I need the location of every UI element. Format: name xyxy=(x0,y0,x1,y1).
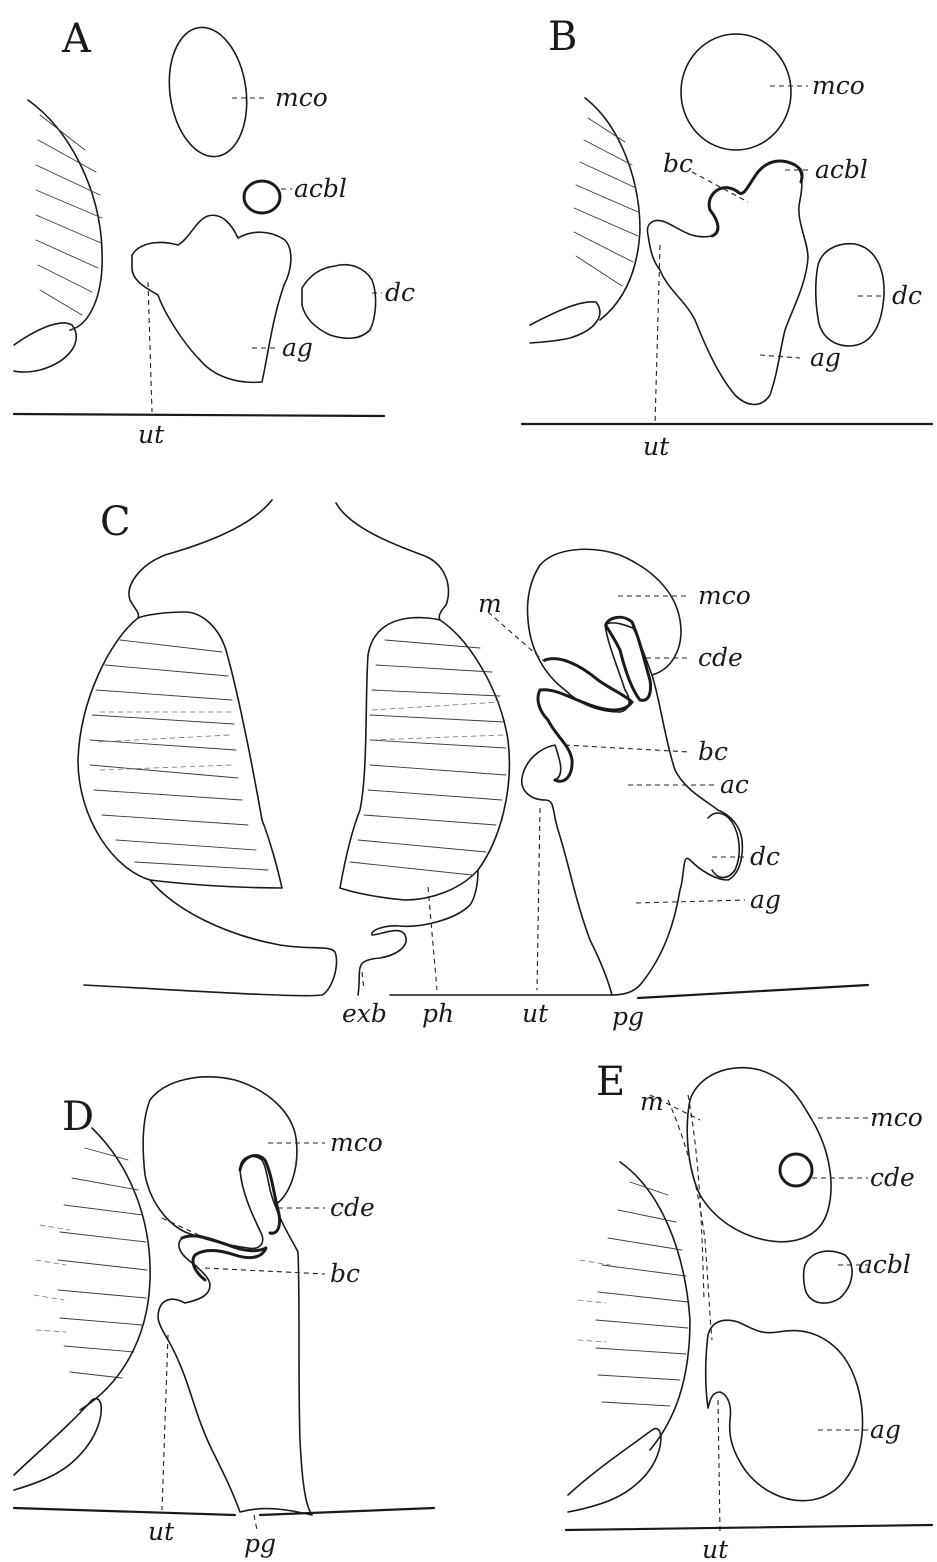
panel-c-exb xyxy=(358,870,478,995)
panel-e-lower-fold xyxy=(568,1429,661,1512)
panel-a-letter: A xyxy=(61,16,92,62)
panel-a: A mco acbl dc ag ut xyxy=(14,16,415,449)
panel-c-letter: C xyxy=(100,499,131,545)
panel-c-label-ag: ag xyxy=(750,885,781,914)
panel-c-label-exb: exb xyxy=(342,999,387,1028)
panel-b-label-mco: mco xyxy=(812,71,865,100)
panel-e-letter: E xyxy=(596,1059,625,1105)
panel-b-label-dc: dc xyxy=(892,281,922,310)
panel-c-left-upper xyxy=(129,500,272,618)
panel-c-mco xyxy=(528,549,681,712)
panel-b-lower-fold xyxy=(530,302,600,343)
panel-d-label-mco: mco xyxy=(330,1128,383,1157)
panel-a-label-ag: ag xyxy=(282,333,313,362)
panel-e-ag xyxy=(706,1320,863,1500)
panel-c-baseline-right xyxy=(638,985,868,998)
panel-c-label-ut: ut xyxy=(522,999,549,1028)
panel-e-label-m: m xyxy=(640,1087,664,1116)
panel-c-right-upper xyxy=(336,503,448,620)
panel-c-label-cde: cde xyxy=(698,643,743,672)
panel-b-label-acbl: acbl xyxy=(815,155,868,184)
panel-d-label-bc: bc xyxy=(330,1259,360,1288)
panel-e-label-mco: mco xyxy=(870,1103,923,1132)
panel-a-dc xyxy=(302,265,376,339)
panel-d-label-pg: pg xyxy=(244,1529,276,1558)
panel-c-left-muscle xyxy=(78,612,282,888)
panel-e-mco xyxy=(687,1068,831,1242)
panel-b-letter: B xyxy=(548,14,577,60)
panel-a-ag xyxy=(132,215,291,382)
panel-a-lower-fold xyxy=(14,323,76,372)
panel-e: E m mco cde acbl ag ut xyxy=(566,1059,932,1562)
panel-a-muscle xyxy=(28,100,102,330)
panel-b-label-bc: bc xyxy=(663,149,693,178)
panel-a-acbl xyxy=(244,181,280,213)
panel-b-ag xyxy=(647,161,808,404)
panel-c: C xyxy=(78,499,868,1031)
panel-c-label-dc: dc xyxy=(750,842,780,871)
panel-d-bc xyxy=(182,1236,266,1280)
panel-b: B mco bc acbl dc ag ut xyxy=(522,14,932,461)
panel-e-label-ut: ut xyxy=(702,1535,729,1562)
panel-e-acbl xyxy=(804,1251,852,1303)
panel-c-label-pg: pg xyxy=(612,1002,644,1031)
panel-e-label-cde: cde xyxy=(870,1163,915,1192)
panel-b-dc xyxy=(816,244,884,346)
panel-a-label-acbl: acbl xyxy=(294,174,347,203)
panel-d: D mco cde bc ut pg xyxy=(14,1077,434,1558)
panel-b-mco xyxy=(681,34,791,150)
panel-d-cde xyxy=(240,1155,280,1233)
panel-c-ag xyxy=(522,675,743,995)
panel-d-mco xyxy=(143,1077,297,1249)
panel-d-baseline-right xyxy=(260,1508,434,1515)
panel-a-label-mco: mco xyxy=(275,83,328,112)
panel-e-label-acbl: acbl xyxy=(858,1250,911,1279)
panel-d-lower-fold xyxy=(14,1399,101,1490)
panel-c-label-bc: bc xyxy=(698,737,728,766)
panel-b-label-ut: ut xyxy=(643,432,670,461)
panel-a-label-dc: dc xyxy=(385,278,415,307)
panel-c-lower-body xyxy=(84,880,337,996)
panel-b-label-ag: ag xyxy=(810,343,841,372)
panel-d-letter: D xyxy=(62,1094,94,1140)
panel-c-label-m: m xyxy=(478,589,502,618)
panel-e-muscle xyxy=(578,1162,690,1450)
panel-c-right-muscle xyxy=(340,618,509,900)
panel-c-label-ph: ph xyxy=(422,999,454,1028)
panel-d-label-ut: ut xyxy=(148,1517,175,1546)
panel-d-muscle xyxy=(34,1128,150,1410)
panel-e-cde xyxy=(780,1154,812,1186)
panel-a-label-ut: ut xyxy=(138,420,165,449)
panel-a-baseline xyxy=(14,414,384,416)
panel-d-body xyxy=(158,1205,312,1515)
panel-a-mco xyxy=(161,22,254,161)
panel-e-baseline xyxy=(566,1525,932,1530)
panel-d-baseline-left xyxy=(14,1508,235,1515)
panel-d-label-cde: cde xyxy=(330,1193,375,1222)
panel-c-label-mco: mco xyxy=(698,581,751,610)
panel-e-label-ag: ag xyxy=(870,1415,901,1444)
panel-c-label-ac: ac xyxy=(720,770,749,799)
panel-b-muscle xyxy=(574,98,640,320)
